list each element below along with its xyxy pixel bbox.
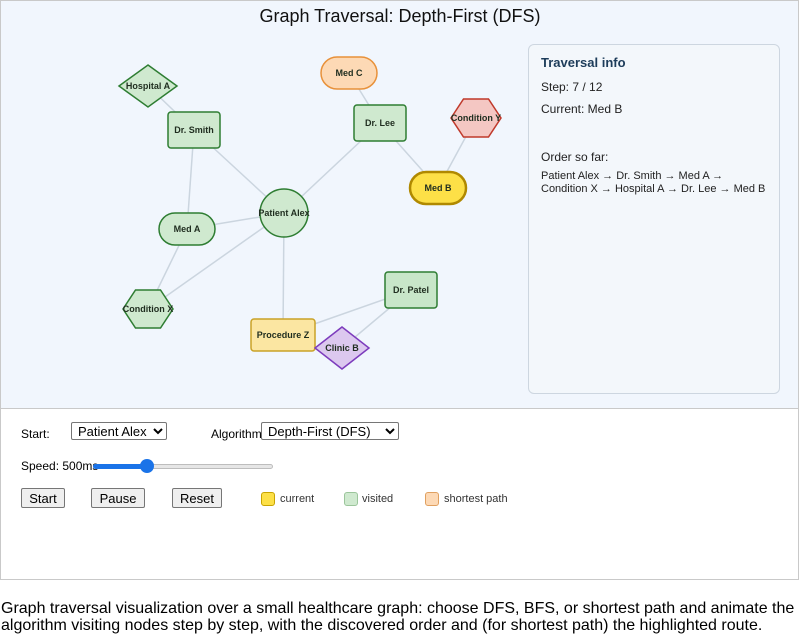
graph-node-med_c[interactable]: Med C	[320, 56, 378, 90]
traversal-order: Patient Alex → Dr. Smith → Med A → Condi…	[541, 170, 766, 195]
legend-swatch-2	[425, 492, 439, 506]
node-shape-med_c	[320, 56, 378, 90]
graph-node-patient_alex[interactable]: Patient Alex	[258, 188, 310, 238]
graph-node-hospital_a[interactable]: Hospital A	[117, 64, 179, 108]
speed-label: Speed: 500ms	[21, 459, 99, 473]
node-label-med_c: Med C	[336, 68, 364, 78]
node-shape-condition_x	[122, 289, 174, 329]
node-label-patient_alex: Patient Alex	[258, 208, 309, 218]
reset-button[interactable]: Reset	[172, 488, 222, 508]
algorithm-select[interactable]: Depth-First (DFS)	[261, 422, 399, 440]
algorithm-label: Algorithm	[211, 427, 262, 441]
node-label-condition_y: Condition Y	[451, 113, 501, 123]
graph-node-med_a[interactable]: Med A	[158, 212, 216, 246]
caption: Graph traversal visualization over a sma…	[1, 600, 795, 634]
traversal-info-panel: Traversal info Step: 7 / 12 Current: Med…	[528, 44, 780, 394]
controls-panel: Start: Patient Alex Algorithm Depth-Firs…	[0, 409, 799, 580]
node-shape-patient_alex	[259, 188, 309, 238]
graph-node-dr_patel[interactable]: Dr. Patel	[384, 271, 438, 309]
slider-thumb[interactable]	[140, 459, 154, 473]
start-label: Start:	[21, 427, 50, 441]
node-shape-condition_y	[450, 98, 502, 138]
node-label-dr_patel: Dr. Patel	[393, 285, 429, 295]
node-label-clinic_b: Clinic B	[325, 343, 359, 353]
graph-node-condition_y[interactable]: Condition Y	[450, 98, 502, 138]
node-label-hospital_a: Hospital A	[126, 81, 171, 91]
legend-swatch-0	[261, 492, 275, 506]
legend-label-2: shortest path	[444, 493, 508, 505]
node-shape-dr_lee	[353, 104, 407, 142]
page-title: Graph Traversal: Depth-First (DFS)	[259, 6, 541, 26]
start-node-select[interactable]: Patient Alex	[71, 422, 167, 440]
start-button[interactable]: Start	[21, 488, 65, 508]
graph-node-dr_smith[interactable]: Dr. Smith	[167, 111, 221, 149]
node-label-condition_x: Condition X	[123, 304, 174, 314]
step-counter: Step: 7 / 12	[541, 80, 603, 94]
node-shape-procedure_z	[250, 318, 316, 352]
edge-patient_alex-condition_x	[147, 212, 285, 310]
node-shape-dr_patel	[384, 271, 438, 309]
graph-node-med_b[interactable]: Med B	[408, 170, 468, 206]
slider-fill	[93, 464, 147, 469]
speed-slider[interactable]	[93, 459, 273, 473]
pause-button[interactable]: Pause	[91, 488, 145, 508]
graph-node-condition_x[interactable]: Condition X	[122, 289, 174, 329]
current-node-readout: Current: Med B	[541, 102, 623, 116]
node-shape-clinic_b	[313, 326, 371, 370]
graph-node-dr_lee[interactable]: Dr. Lee	[353, 104, 407, 142]
node-label-dr_lee: Dr. Lee	[365, 118, 395, 128]
node-label-dr_smith: Dr. Smith	[174, 125, 214, 135]
node-shape-hospital_a	[117, 64, 179, 108]
legend-label-0: current	[280, 493, 315, 505]
node-shape-med_a	[158, 212, 216, 246]
node-shape-med_b	[408, 170, 468, 206]
graph-node-clinic_b[interactable]: Clinic B	[313, 326, 371, 370]
info-panel-title: Traversal info	[541, 55, 626, 70]
node-shape-dr_smith	[167, 111, 221, 149]
node-label-med_b: Med B	[425, 183, 453, 193]
legend-label-1: visited	[362, 493, 394, 505]
node-label-procedure_z: Procedure Z	[257, 330, 310, 340]
graph-node-procedure_z[interactable]: Procedure Z	[250, 318, 316, 352]
node-label-med_a: Med A	[174, 224, 201, 234]
order-label: Order so far:	[541, 150, 609, 164]
legend-swatch-1	[344, 492, 358, 506]
